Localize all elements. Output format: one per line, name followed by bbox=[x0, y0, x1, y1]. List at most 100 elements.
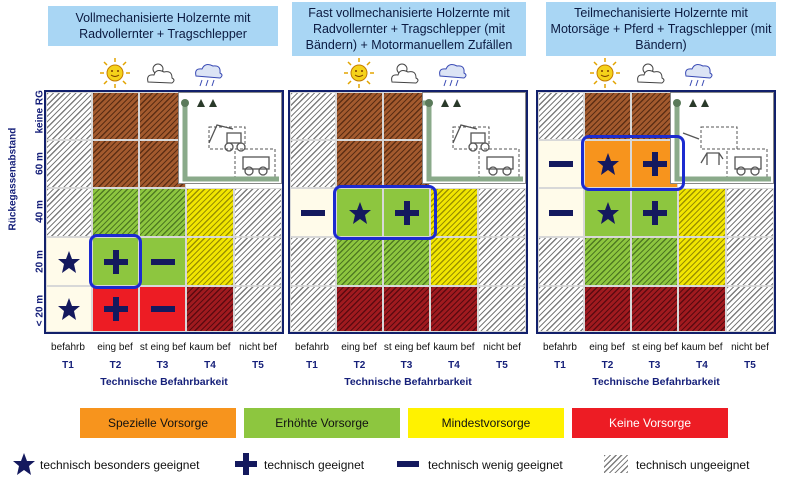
sun-cloud-icon bbox=[147, 63, 175, 84]
rain-cloud-icon bbox=[685, 64, 713, 87]
cell bbox=[290, 92, 336, 140]
legend-erhoehte-vorsorge: Erhöhte Vorsorge bbox=[244, 408, 400, 438]
cell bbox=[336, 140, 383, 188]
x-axis-title: Technische Befahrbarkeit bbox=[100, 376, 228, 388]
plus-icon bbox=[631, 188, 678, 237]
rain-cloud-icon bbox=[195, 64, 223, 87]
weather-icons-panel-2 bbox=[344, 58, 467, 88]
star-icon bbox=[46, 237, 92, 286]
star-icon bbox=[46, 286, 92, 332]
cell bbox=[46, 188, 92, 237]
cell bbox=[538, 140, 584, 188]
col-label: befahrb bbox=[51, 342, 85, 353]
cell bbox=[538, 237, 584, 286]
col-code: T5 bbox=[744, 360, 756, 371]
cell bbox=[92, 92, 139, 140]
cell bbox=[430, 188, 478, 237]
minus-icon bbox=[538, 188, 584, 237]
col-code: T5 bbox=[252, 360, 264, 371]
sun-icon bbox=[590, 58, 620, 88]
cell bbox=[538, 286, 584, 332]
minus-icon bbox=[397, 461, 419, 467]
col-code: T1 bbox=[62, 360, 74, 371]
col-label: kaum bef bbox=[433, 342, 475, 353]
weather-icons-panel-1 bbox=[100, 58, 223, 88]
star-icon bbox=[13, 453, 35, 475]
highlight-frame bbox=[333, 185, 437, 240]
legend-hatch-label: technisch ungeeignet bbox=[636, 458, 750, 472]
cell bbox=[478, 188, 526, 237]
cell bbox=[46, 92, 92, 140]
cell bbox=[234, 286, 282, 332]
col-code: T3 bbox=[400, 360, 413, 371]
col-code: T4 bbox=[696, 360, 708, 371]
star-icon bbox=[336, 188, 383, 237]
col-code: T3 bbox=[156, 360, 169, 371]
highlight-frame bbox=[89, 234, 142, 289]
cell bbox=[584, 92, 631, 140]
panel-2-title: Fast vollmechanisierte Holzernte mit Rad… bbox=[292, 2, 526, 56]
cell bbox=[186, 188, 234, 237]
cell bbox=[336, 92, 383, 140]
sun-cloud-icon bbox=[637, 63, 665, 84]
cell bbox=[92, 188, 139, 237]
plus-icon bbox=[92, 286, 139, 332]
cell bbox=[336, 237, 383, 286]
cell bbox=[383, 237, 430, 286]
legend-minus-label: technisch wenig geeignet bbox=[428, 458, 563, 472]
machine-illustration bbox=[413, 92, 526, 184]
col-label: st eing bef bbox=[139, 342, 187, 353]
plus-icon bbox=[235, 453, 257, 475]
cell bbox=[234, 188, 282, 237]
col-label: nicht bef bbox=[483, 342, 521, 353]
cell bbox=[430, 286, 478, 332]
weather-icons-panel-3 bbox=[590, 58, 713, 88]
legend-keine-vorsorge: Keine Vorsorge bbox=[572, 408, 728, 438]
minus-icon bbox=[538, 140, 584, 188]
cell bbox=[290, 140, 336, 188]
star-icon bbox=[584, 188, 631, 237]
horse-forwarder-icon bbox=[673, 99, 771, 182]
row-axis-title: Rückegassenabstand bbox=[7, 127, 19, 231]
col-code: T4 bbox=[204, 360, 216, 371]
col-code: T4 bbox=[448, 360, 460, 371]
cell bbox=[92, 140, 139, 188]
minus-icon bbox=[139, 237, 186, 286]
harvester-forwarder-icon bbox=[413, 99, 523, 182]
plus-icon bbox=[92, 237, 139, 286]
sun-icon bbox=[100, 58, 130, 88]
cell bbox=[726, 188, 774, 237]
col-code: T2 bbox=[601, 360, 614, 371]
cell bbox=[430, 237, 478, 286]
cell bbox=[336, 286, 383, 332]
plus-icon bbox=[631, 140, 678, 188]
x-axis-title: Technische Befahrbarkeit bbox=[592, 376, 720, 388]
col-code: T3 bbox=[648, 360, 661, 371]
sun-icon bbox=[344, 58, 374, 88]
col-label: eing bef bbox=[341, 342, 377, 353]
col-code: T1 bbox=[554, 360, 566, 371]
cell bbox=[290, 286, 336, 332]
col-code: T5 bbox=[496, 360, 508, 371]
col-label: eing bef bbox=[589, 342, 625, 353]
legend-spezielle-vorsorge: Spezielle Vorsorge bbox=[80, 408, 236, 438]
cell bbox=[538, 92, 584, 140]
highlight-frame bbox=[581, 135, 685, 191]
col-code: T2 bbox=[353, 360, 366, 371]
plus-icon bbox=[383, 188, 430, 237]
cell bbox=[726, 286, 774, 332]
cell bbox=[584, 237, 631, 286]
col-label: befahrb bbox=[295, 342, 329, 353]
cell bbox=[584, 286, 631, 332]
col-label: st eing bef bbox=[383, 342, 431, 353]
rain-cloud-icon bbox=[439, 64, 467, 87]
harvester-forwarder-icon bbox=[181, 99, 279, 182]
star-icon bbox=[584, 140, 631, 188]
machine-illustration bbox=[670, 92, 774, 184]
col-label: kaum bef bbox=[681, 342, 723, 353]
sun-cloud-icon bbox=[391, 63, 419, 84]
col-label: st eing bef bbox=[631, 342, 679, 353]
cell bbox=[678, 188, 726, 237]
col-label: kaum bef bbox=[189, 342, 231, 353]
cell bbox=[46, 140, 92, 188]
